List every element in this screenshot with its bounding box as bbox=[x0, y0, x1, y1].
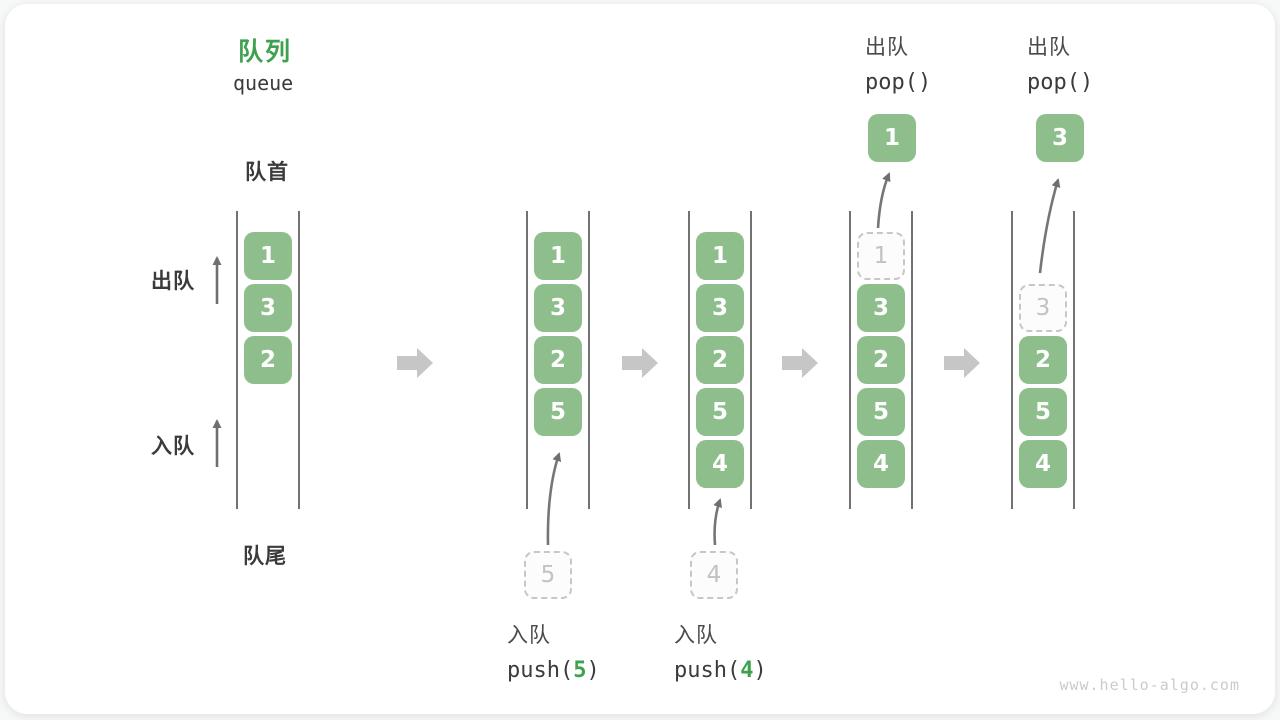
queue3-block: 2 bbox=[696, 336, 744, 384]
page-subtitle: queue bbox=[233, 71, 294, 95]
enqueue-side-label: 入队 bbox=[151, 435, 195, 458]
queue1-block: 3 bbox=[244, 284, 292, 332]
push5-code-pre: push( bbox=[507, 658, 574, 683]
popped-block-1: 1 bbox=[868, 114, 916, 162]
watermark: www.hello-algo.com bbox=[1059, 676, 1240, 694]
staged-block-5: 5 bbox=[524, 551, 572, 599]
queue2-block: 1 bbox=[534, 232, 582, 280]
push4-zh-label: 入队 bbox=[674, 624, 718, 647]
push5-code-label: push(5) bbox=[507, 658, 600, 683]
push5-zh-label: 入队 bbox=[507, 624, 551, 647]
queue4-block: 2 bbox=[857, 336, 905, 384]
pop-operation-label-2: 出队 pop() bbox=[1027, 31, 1093, 95]
diagram-card bbox=[5, 4, 1275, 714]
push4-code-post: ) bbox=[753, 658, 767, 683]
queue2-block: 3 bbox=[534, 284, 582, 332]
push-operation-label-2: 入队 push(4) bbox=[674, 619, 767, 683]
queue4-block: 3 bbox=[857, 284, 905, 332]
queue3-block: 4 bbox=[696, 440, 744, 488]
popped-block-3: 3 bbox=[1036, 114, 1084, 162]
push5-arg: 5 bbox=[573, 658, 587, 683]
pop2-zh-label: 出队 bbox=[1027, 36, 1071, 59]
queue5-block: 2 bbox=[1019, 336, 1067, 384]
queue5-block: 4 bbox=[1019, 440, 1067, 488]
queue4-block: 4 bbox=[857, 440, 905, 488]
queue3-block: 5 bbox=[696, 388, 744, 436]
queue3-block: 1 bbox=[696, 232, 744, 280]
queue5-block: 5 bbox=[1019, 388, 1067, 436]
staged-block-4: 4 bbox=[690, 551, 738, 599]
queue-rear-label: 队尾 bbox=[243, 545, 287, 568]
dequeue-side-label: 出队 bbox=[151, 270, 195, 293]
queue-front-label: 队首 bbox=[245, 161, 289, 184]
queue5-ghost-block: 3 bbox=[1019, 284, 1067, 332]
push-operation-label-1: 入队 push(5) bbox=[507, 619, 600, 683]
queue2-block: 2 bbox=[534, 336, 582, 384]
pop1-code-label: pop() bbox=[865, 70, 932, 95]
pop2-code-label: pop() bbox=[1027, 70, 1094, 95]
queue2-block: 5 bbox=[534, 388, 582, 436]
queue1-block: 1 bbox=[244, 232, 292, 280]
queue4-ghost-block: 1 bbox=[857, 232, 905, 280]
pop-operation-label-1: 出队 pop() bbox=[865, 31, 931, 95]
queue1-block: 2 bbox=[244, 336, 292, 384]
push4-code-pre: push( bbox=[674, 658, 741, 683]
push4-arg: 4 bbox=[740, 658, 754, 683]
push5-code-post: ) bbox=[586, 658, 600, 683]
pop1-zh-label: 出队 bbox=[865, 36, 909, 59]
page-title: 队列 bbox=[238, 38, 293, 66]
queue4-block: 5 bbox=[857, 388, 905, 436]
push4-code-label: push(4) bbox=[674, 658, 767, 683]
queue3-block: 3 bbox=[696, 284, 744, 332]
